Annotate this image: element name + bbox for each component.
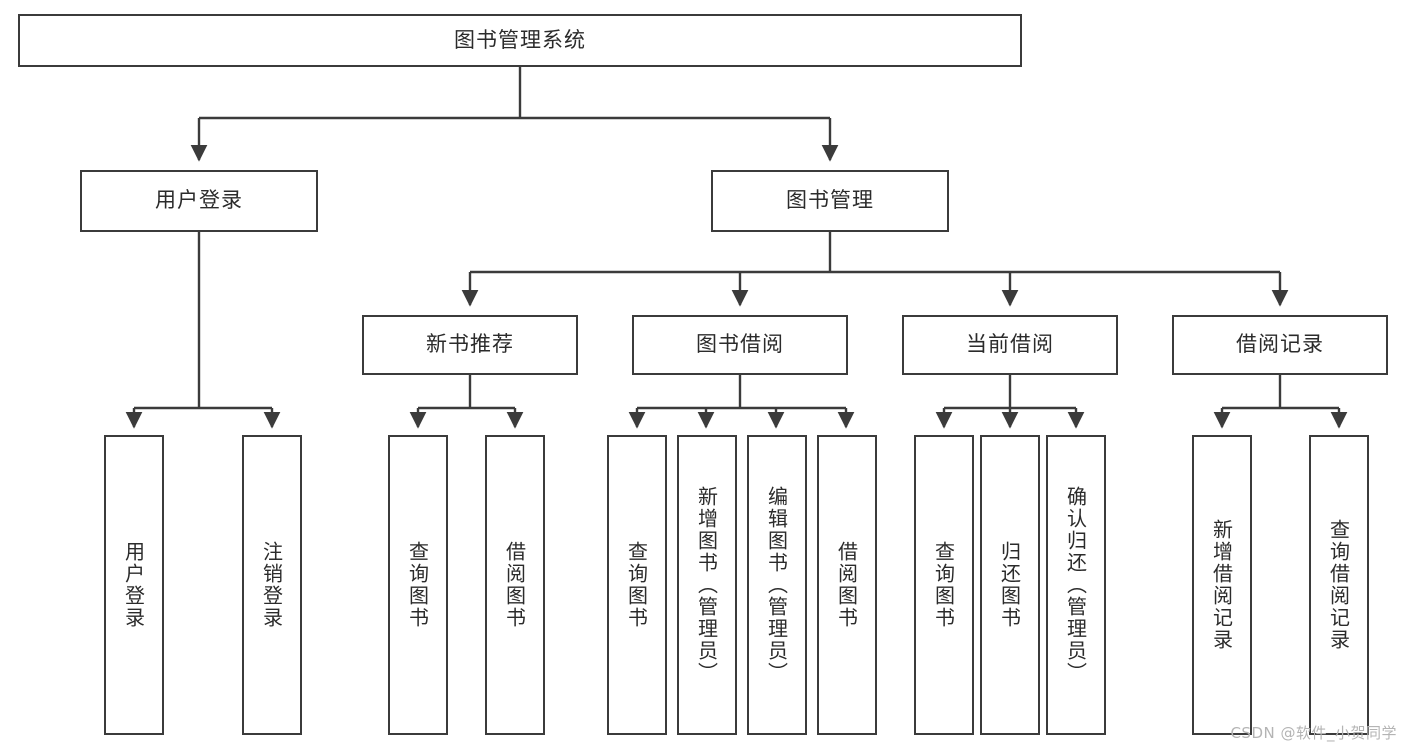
node-root-label: 图书管理系统	[454, 27, 586, 52]
leaf-book-borrow-2[interactable]: 编辑图书（管理员）	[747, 435, 807, 735]
leaf-new-book-1[interactable]: 借阅图书	[485, 435, 545, 735]
leaf-label: 确认归还（管理员）	[1063, 486, 1088, 684]
leaf-current-borrow-0[interactable]: 查询图书	[914, 435, 974, 735]
leaf-label: 查询图书	[624, 541, 649, 629]
leaf-current-borrow-2[interactable]: 确认归还（管理员）	[1046, 435, 1106, 735]
leaf-label: 查询图书	[931, 541, 956, 629]
leaf-book-borrow-3[interactable]: 借阅图书	[817, 435, 877, 735]
leaf-label: 借阅图书	[502, 541, 527, 629]
node-borrow-record-label: 借阅记录	[1236, 332, 1324, 357]
node-current-borrow-label: 当前借阅	[966, 332, 1054, 357]
node-user-login[interactable]: 用户登录	[80, 170, 318, 232]
leaf-label: 用户登录	[121, 541, 146, 629]
leaf-label: 借阅图书	[834, 541, 859, 629]
leaf-user-login-1[interactable]: 注销登录	[242, 435, 302, 735]
leaf-user-login-0[interactable]: 用户登录	[104, 435, 164, 735]
leaf-label: 查询借阅记录	[1326, 519, 1351, 651]
leaf-label: 归还图书	[997, 541, 1022, 629]
node-book-management[interactable]: 图书管理	[711, 170, 949, 232]
node-new-book-recommend-label: 新书推荐	[426, 332, 514, 357]
leaf-current-borrow-1[interactable]: 归还图书	[980, 435, 1040, 735]
csdn-watermark: CSDN @软件_小贺同学	[1230, 724, 1397, 742]
leaf-label: 新增图书（管理员）	[694, 486, 719, 684]
node-book-borrow[interactable]: 图书借阅	[632, 315, 848, 375]
node-root[interactable]: 图书管理系统	[18, 14, 1022, 67]
leaf-label: 查询图书	[405, 541, 430, 629]
node-current-borrow[interactable]: 当前借阅	[902, 315, 1118, 375]
leaf-borrow-record-1[interactable]: 查询借阅记录	[1309, 435, 1369, 735]
leaf-label: 新增借阅记录	[1209, 519, 1234, 651]
leaf-new-book-0[interactable]: 查询图书	[388, 435, 448, 735]
node-new-book-recommend[interactable]: 新书推荐	[362, 315, 578, 375]
leaf-book-borrow-0[interactable]: 查询图书	[607, 435, 667, 735]
leaf-book-borrow-1[interactable]: 新增图书（管理员）	[677, 435, 737, 735]
node-book-borrow-label: 图书借阅	[696, 332, 784, 357]
leaf-label: 注销登录	[259, 541, 284, 629]
node-user-login-label: 用户登录	[155, 188, 243, 213]
leaf-label: 编辑图书（管理员）	[764, 486, 789, 684]
node-borrow-record[interactable]: 借阅记录	[1172, 315, 1388, 375]
leaf-borrow-record-0[interactable]: 新增借阅记录	[1192, 435, 1252, 735]
node-book-management-label: 图书管理	[786, 188, 874, 213]
